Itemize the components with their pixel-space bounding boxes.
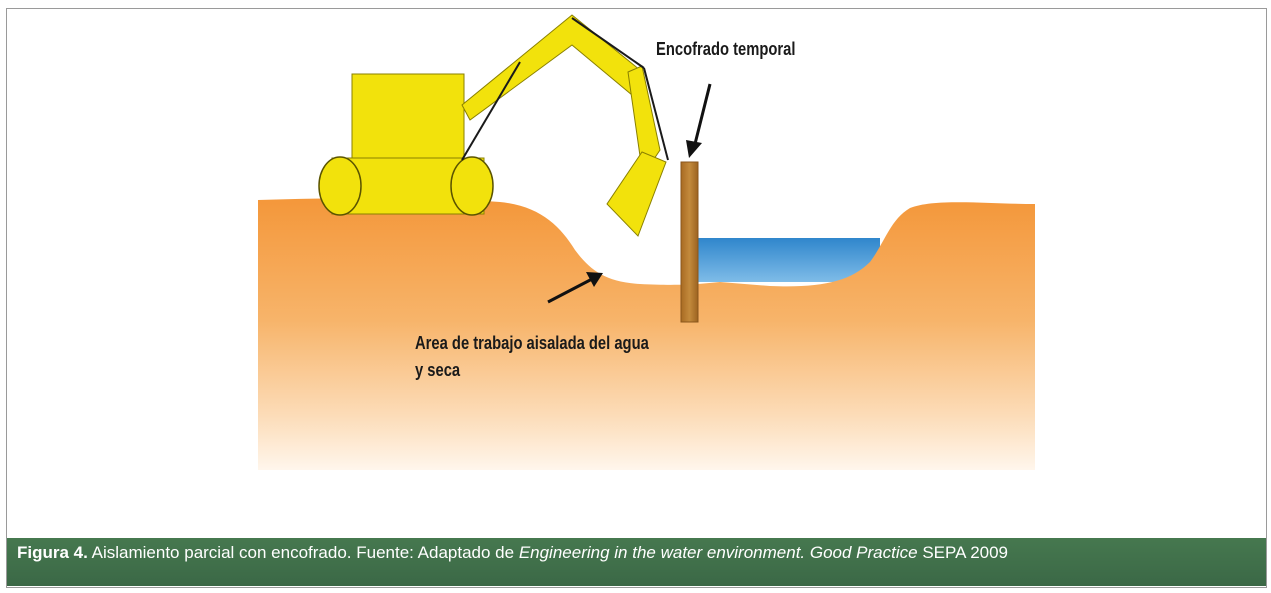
arrow-down-icon (686, 83, 712, 158)
formwork-label: Encofrado temporal (656, 39, 796, 59)
water-body (690, 238, 880, 282)
arrow-up-right-icon (547, 272, 603, 304)
soil-ground (258, 198, 1035, 470)
caption-text: Aislamiento parcial con encofrado. Fuent… (87, 543, 519, 562)
caption-source-suffix: SEPA 2009 (917, 543, 1009, 562)
excavation-diagram (258, 14, 1035, 470)
figure-caption: Figura 4. Aislamiento parcial con encofr… (7, 538, 1266, 586)
excavator-icon (318, 14, 669, 237)
figure-number: Figura 4. (17, 543, 88, 562)
caption-source-title: Engineering in the water environment. Go… (518, 543, 918, 562)
formwork-board (680, 161, 699, 323)
work-area-label: Area de trabajo aisalada del agua y seca (415, 333, 649, 380)
